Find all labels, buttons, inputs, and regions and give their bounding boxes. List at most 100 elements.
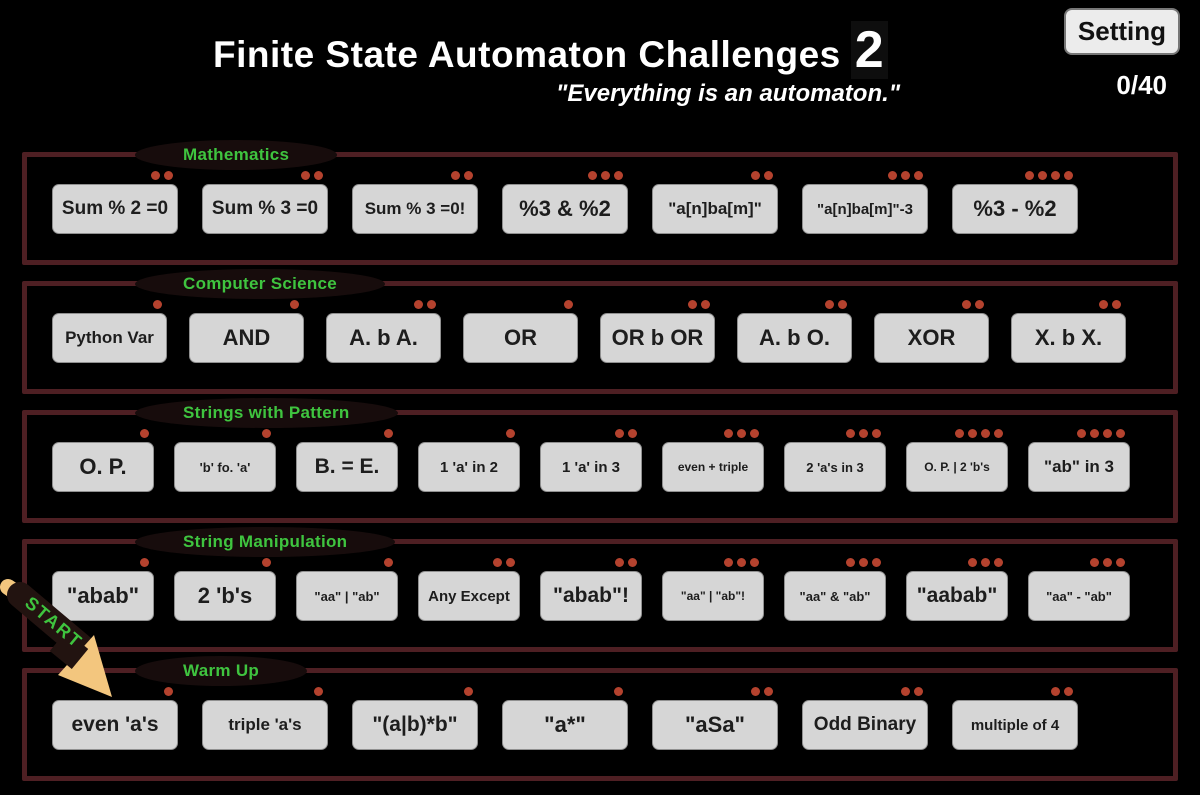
page-subtitle: "Everything is an automaton." <box>556 80 901 107</box>
difficulty-dot <box>414 300 423 309</box>
score-counter: 0/40 <box>1116 70 1167 100</box>
difficulty-dot <box>872 558 881 567</box>
challenge-button-b-e[interactable]: B. = E. <box>296 442 398 492</box>
difficulty-dot <box>1051 687 1060 696</box>
challenge-button-1-a-in-3[interactable]: 1 'a' in 3 <box>540 442 642 492</box>
challenge-button-2-a-s-in-3[interactable]: 2 'a's in 3 <box>784 442 886 492</box>
challenge-button-aa-ab[interactable]: "aa" & "ab" <box>784 571 886 621</box>
difficulty-dot <box>314 171 323 180</box>
difficulty-dots <box>352 171 478 181</box>
difficulty-dot <box>1116 429 1125 438</box>
difficulty-dot <box>1051 171 1060 180</box>
challenge-cell: %3 & %2 <box>502 171 628 234</box>
sections-container: Mathematics Sum % 2 =0 Sum % 3 =0 Sum % … <box>22 140 1178 795</box>
challenge-button-a-b-a[interactable]: A. b A. <box>326 313 441 363</box>
difficulty-dot <box>601 171 610 180</box>
challenge-cell: 2 'b's <box>174 558 276 621</box>
challenge-button-or-b-or[interactable]: OR b OR <box>600 313 715 363</box>
challenge-button-a-n-ba-m-3[interactable]: "a[n]ba[m]"-3 <box>802 184 928 234</box>
page-title-text: Finite State Automaton Challenges <box>213 34 841 75</box>
challenge-button-aa-ab[interactable]: "aa" | "ab" <box>296 571 398 621</box>
difficulty-dot <box>914 171 923 180</box>
challenge-button-triple-a-s[interactable]: triple 'a's <box>202 700 328 750</box>
difficulty-dot <box>1116 558 1125 567</box>
challenge-button-a[interactable]: "a*" <box>502 700 628 750</box>
section-computer-science: Computer Science Python Var AND A. b A. … <box>22 269 1178 394</box>
challenge-button-a-b-b[interactable]: "(a|b)*b" <box>352 700 478 750</box>
difficulty-dot <box>981 429 990 438</box>
difficulty-dot <box>614 171 623 180</box>
challenge-button-python-var[interactable]: Python Var <box>52 313 167 363</box>
challenge-cell: Sum % 3 =0! <box>352 171 478 234</box>
difficulty-dot <box>506 429 515 438</box>
challenge-button-a-n-ba-m[interactable]: "a[n]ba[m]" <box>652 184 778 234</box>
challenge-button-xor[interactable]: XOR <box>874 313 989 363</box>
section-mathematics: Mathematics Sum % 2 =0 Sum % 3 =0 Sum % … <box>22 140 1178 265</box>
challenge-button-sum-3-0[interactable]: Sum % 3 =0! <box>352 184 478 234</box>
challenge-button-multiple-of-4[interactable]: multiple of 4 <box>952 700 1078 750</box>
difficulty-dot <box>1103 429 1112 438</box>
challenge-button-even-triple[interactable]: even + triple <box>662 442 764 492</box>
challenge-button-even-a-s[interactable]: even 'a's <box>52 700 178 750</box>
challenge-button-sum-3-0[interactable]: Sum % 3 =0 <box>202 184 328 234</box>
difficulty-dot <box>1099 300 1108 309</box>
challenge-button-abab[interactable]: "abab"! <box>540 571 642 621</box>
difficulty-dots <box>874 300 989 310</box>
challenge-button-or[interactable]: OR <box>463 313 578 363</box>
difficulty-dot <box>588 171 597 180</box>
challenge-button-x-b-x[interactable]: X. b X. <box>1011 313 1126 363</box>
difficulty-dots <box>174 429 276 439</box>
challenge-button-3-2[interactable]: %3 - %2 <box>952 184 1078 234</box>
challenge-cell: "ab" in 3 <box>1028 429 1130 492</box>
challenge-button-1-a-in-2[interactable]: 1 'a' in 2 <box>418 442 520 492</box>
challenge-button-odd-binary[interactable]: Odd Binary <box>802 700 928 750</box>
challenge-button-aa-ab[interactable]: "aa" | "ab"! <box>662 571 764 621</box>
difficulty-dot <box>1112 300 1121 309</box>
challenge-button-asa[interactable]: "aSa" <box>652 700 778 750</box>
difficulty-dots <box>952 687 1078 697</box>
challenge-button-o-p-2-b-s[interactable]: O. P. | 2 'b's <box>906 442 1008 492</box>
challenge-cell: A. b A. <box>326 300 441 363</box>
difficulty-dot <box>1090 429 1099 438</box>
challenge-cell: XOR <box>874 300 989 363</box>
challenge-button-3-2[interactable]: %3 & %2 <box>502 184 628 234</box>
challenge-button-b-fo-a[interactable]: 'b' fo. 'a' <box>174 442 276 492</box>
challenge-cell: OR <box>463 300 578 363</box>
challenge-button-aabab[interactable]: "aabab" <box>906 571 1008 621</box>
difficulty-dots <box>600 300 715 310</box>
challenge-cell: "aa" | "ab"! <box>662 558 764 621</box>
difficulty-dots <box>802 687 928 697</box>
difficulty-dot <box>737 558 746 567</box>
section-label: String Manipulation <box>135 527 396 557</box>
challenge-cell: Sum % 2 =0 <box>52 171 178 234</box>
section-label: Warm Up <box>135 656 308 686</box>
challenge-button-any-except[interactable]: Any Except <box>418 571 520 621</box>
page-title-number: 2 <box>850 21 888 79</box>
difficulty-dots <box>540 558 642 568</box>
challenge-button-ab-in-3[interactable]: "ab" in 3 <box>1028 442 1130 492</box>
challenge-cell: A. b O. <box>737 300 852 363</box>
difficulty-dots <box>952 171 1078 181</box>
difficulty-dot <box>825 300 834 309</box>
difficulty-dot <box>628 429 637 438</box>
challenge-button-abab[interactable]: "abab" <box>52 571 154 621</box>
challenge-button-a-b-o[interactable]: A. b O. <box>737 313 852 363</box>
difficulty-dot <box>888 171 897 180</box>
difficulty-dot <box>464 687 473 696</box>
difficulty-dots <box>652 171 778 181</box>
challenge-button-2-b-s[interactable]: 2 'b's <box>174 571 276 621</box>
difficulty-dot <box>981 558 990 567</box>
section-button-row: even 'a's triple 'a's "(a|b)*b" "a*" "aS… <box>27 673 1173 750</box>
difficulty-dot <box>140 429 149 438</box>
challenge-button-and[interactable]: AND <box>189 313 304 363</box>
challenge-button-sum-2-0[interactable]: Sum % 2 =0 <box>52 184 178 234</box>
section-label: Mathematics <box>135 140 338 170</box>
challenge-button-o-p[interactable]: O. P. <box>52 442 154 492</box>
setting-button[interactable]: Setting <box>1063 8 1180 55</box>
difficulty-dot <box>493 558 502 567</box>
difficulty-dot <box>384 558 393 567</box>
challenge-cell: "aa" | "ab" <box>296 558 398 621</box>
challenge-cell: AND <box>189 300 304 363</box>
difficulty-dot <box>628 558 637 567</box>
challenge-button-aa-ab[interactable]: "aa" - "ab" <box>1028 571 1130 621</box>
